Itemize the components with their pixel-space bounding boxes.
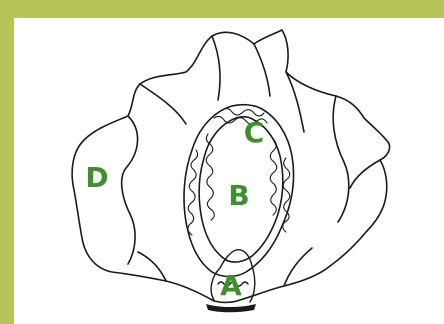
label-b: B <box>228 182 249 210</box>
leaf-fold-bottom <box>284 248 312 286</box>
base-stem <box>206 304 256 312</box>
label-a: A <box>220 272 242 300</box>
leaf-fold-right <box>286 72 304 132</box>
leaf-fold-top-2 <box>254 44 270 96</box>
leaf-fold-right-2 <box>333 96 349 222</box>
label-d: D <box>85 164 108 192</box>
leaf-fold-left-2 <box>140 84 186 124</box>
label-c: C <box>244 119 265 147</box>
leaf-fold-left <box>122 116 138 264</box>
leaf-fold-top <box>212 36 220 100</box>
ring-texture-right-2 <box>270 140 277 215</box>
leaf-fold-right-3 <box>350 160 380 188</box>
ring-texture-top-2 <box>222 108 264 116</box>
ring-texture-left <box>188 150 198 235</box>
